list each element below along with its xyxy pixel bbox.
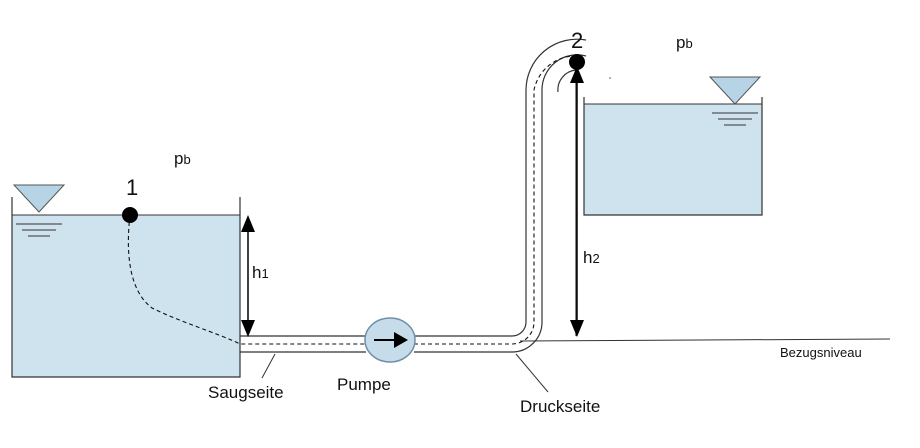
pressure-pipe-right-wall bbox=[557, 69, 577, 336]
h2-main: h bbox=[583, 248, 592, 267]
h2-arrow-bottom bbox=[570, 320, 584, 337]
h1-sub: 1 bbox=[261, 266, 268, 281]
h2-label: h2 bbox=[583, 248, 600, 267]
point-2-label: 2 bbox=[571, 28, 583, 53]
pump-label: Pumpe bbox=[337, 375, 391, 394]
right-tank-walls bbox=[583, 97, 763, 216]
right-pressure-sub: b bbox=[685, 36, 692, 51]
streamline-pressure-side bbox=[414, 55, 573, 345]
suction-leader-line bbox=[261, 353, 276, 379]
point-2-marker bbox=[569, 54, 585, 70]
pressure-leader-line bbox=[515, 353, 549, 393]
left-tank-water bbox=[12, 215, 240, 377]
pressure-pipe-outer bbox=[414, 54, 587, 353]
reference-level-label: Bezugsniveau bbox=[780, 345, 862, 360]
left-pressure-sub: b bbox=[183, 152, 190, 167]
h1-label: h1 bbox=[252, 263, 269, 282]
h1-main: h bbox=[252, 263, 261, 282]
left-level-marker bbox=[12, 184, 66, 213]
right-tank-water bbox=[584, 104, 762, 215]
left-pressure-label: pb bbox=[174, 149, 191, 168]
streamline bbox=[127, 214, 366, 345]
reference-level-line bbox=[519, 338, 891, 342]
h2-arrow-top bbox=[570, 66, 584, 83]
point-1-marker bbox=[122, 207, 138, 223]
left-tank-walls bbox=[11, 197, 241, 378]
point-1-label: 1 bbox=[126, 175, 138, 200]
h2-sub: 2 bbox=[592, 251, 599, 266]
left-pressure-main: p bbox=[174, 149, 183, 168]
suction-side-label: Saugseite bbox=[208, 383, 284, 402]
h1-arrow-top bbox=[241, 215, 255, 232]
right-level-marker bbox=[708, 76, 762, 105]
right-pressure-label: pb bbox=[676, 33, 693, 52]
stray-dot bbox=[609, 77, 611, 79]
h1-arrow-bottom bbox=[241, 320, 255, 337]
pressure-side-label: Druckseite bbox=[520, 397, 600, 416]
pressure-pipe-inner bbox=[414, 38, 587, 337]
right-pressure-main: p bbox=[676, 33, 685, 52]
pump-arrow-head bbox=[394, 332, 408, 348]
